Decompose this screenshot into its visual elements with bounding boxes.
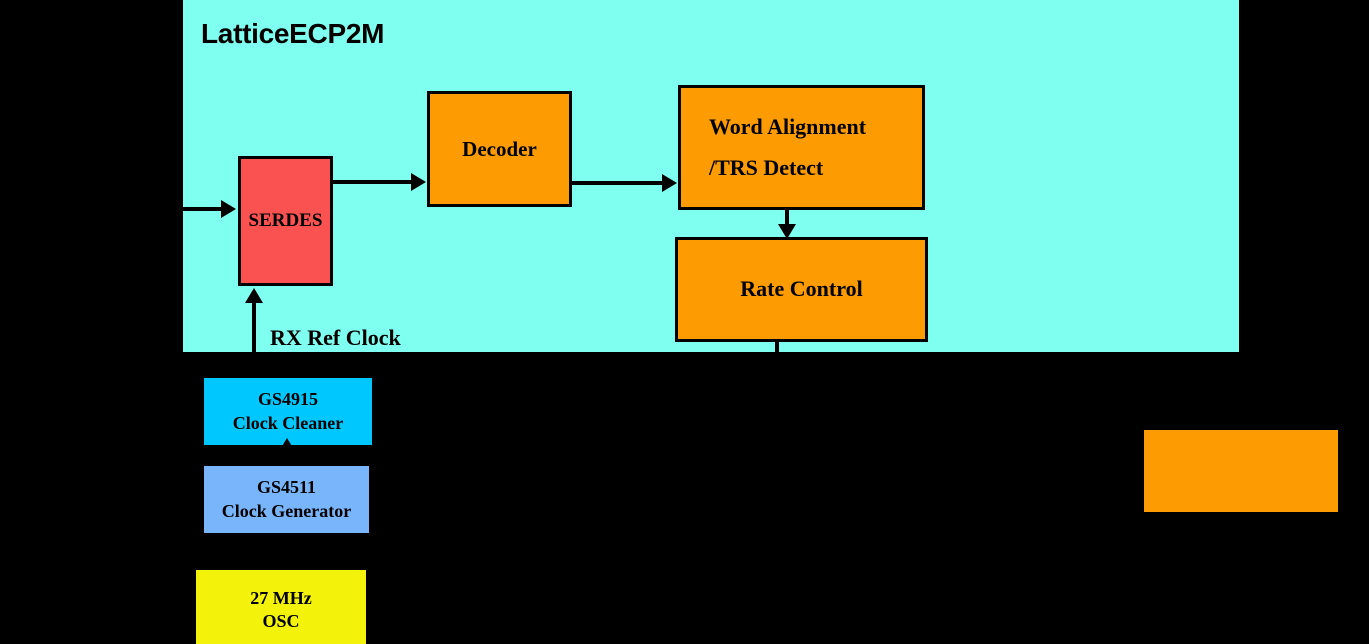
block-decoder-label: Decoder — [462, 136, 537, 161]
arrow-rxrefclock-to-serdes — [245, 288, 263, 303]
block-clock-generator[interactable]: GS4511 Clock Generator — [204, 466, 369, 533]
connector-input-to-serdes-line — [183, 207, 223, 211]
arrow-input-to-serdes — [221, 200, 236, 218]
block-clock-generator-line1: GS4511 — [256, 477, 317, 498]
block-clock-cleaner-line1: GS4915 — [257, 389, 318, 410]
block-clock-generator-line2: Clock Generator — [221, 500, 352, 521]
label-rx-ref-clock: RX Ref Clock — [270, 325, 401, 350]
block-oscillator[interactable]: 27 MHz OSC — [196, 570, 366, 644]
block-rate-control[interactable]: Rate Control — [675, 237, 928, 342]
block-word-alignment-line2: /TRS Detect — [709, 154, 824, 180]
block-word-alignment[interactable]: Word Alignment /TRS Detect — [678, 85, 925, 210]
block-decoder[interactable]: Decoder — [427, 91, 572, 207]
block-clock-cleaner[interactable]: GS4915 Clock Cleaner — [204, 378, 372, 445]
block-clock-cleaner-line2: Clock Cleaner — [232, 412, 344, 433]
arrow-decoder-to-wordalign — [662, 174, 677, 192]
connector-rxrefclock-line — [252, 300, 256, 380]
connector-wordalign-to-ratecontrol-line — [785, 210, 789, 228]
connector-serdes-to-decoder-line — [333, 180, 413, 184]
block-serdes-label: SERDES — [248, 209, 323, 231]
arrow-serdes-to-decoder — [411, 173, 426, 191]
connector-ratecontrol-output-line — [775, 341, 779, 363]
block-serdes[interactable]: SERDES — [238, 156, 333, 286]
connector-decoder-to-wordalign-line — [572, 181, 664, 185]
block-word-alignment-line1: Word Alignment — [709, 114, 867, 140]
block-oscillator-line1: 27 MHz — [250, 587, 312, 608]
arrow-clockgen-to-clockcleaner — [278, 438, 296, 453]
page-title: LatticeECP2M — [201, 18, 385, 49]
block-oscillator-line2: OSC — [262, 611, 300, 631]
block-orange-unlabeled[interactable] — [1144, 430, 1338, 512]
arrow-wordalign-to-ratecontrol — [778, 224, 796, 239]
block-rate-control-label: Rate Control — [740, 276, 863, 302]
connector-clockgen-to-clockcleaner-line — [285, 452, 289, 468]
